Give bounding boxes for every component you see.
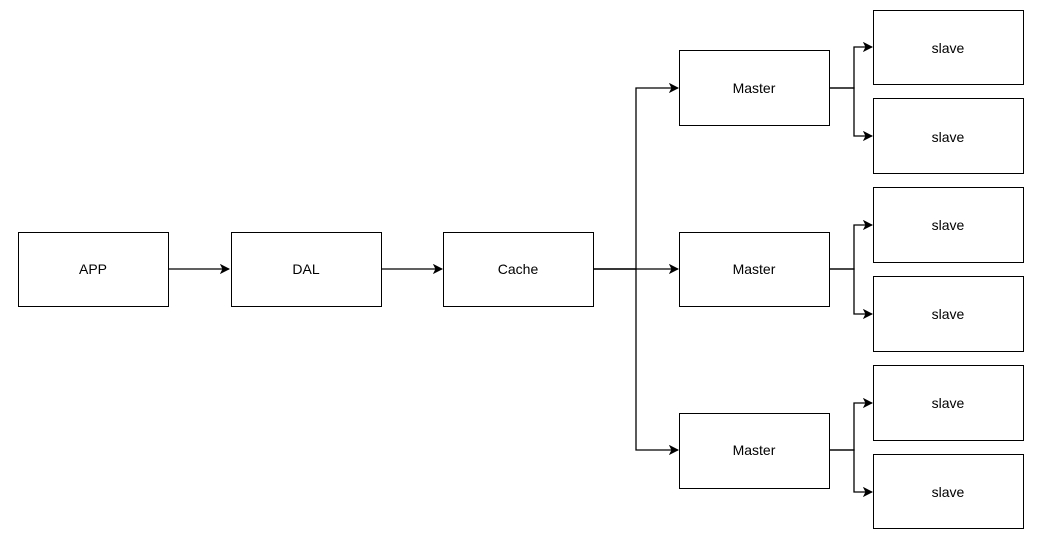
node-slave-3a-label: slave <box>932 395 965 411</box>
edge-master-2-slave-2b <box>830 268 872 314</box>
node-master-1-label: Master <box>733 80 776 96</box>
node-slave-3b-label: slave <box>932 484 965 500</box>
node-cache: Cache <box>443 232 594 307</box>
edges <box>168 47 872 492</box>
node-slave-3a: slave <box>873 365 1024 441</box>
node-master-1: Master <box>679 50 830 126</box>
edge-cache-master-3 <box>593 268 678 450</box>
node-dal-label: DAL <box>292 261 319 277</box>
node-slave-1a: slave <box>873 10 1024 85</box>
edge-master-1-slave-1b <box>830 87 872 136</box>
node-slave-1a-label: slave <box>932 40 965 56</box>
node-app-label: APP <box>79 261 107 277</box>
node-slave-1b-label: slave <box>932 129 965 145</box>
edge-cache-master-1 <box>593 88 678 270</box>
edge-master-3-slave-3a <box>830 403 872 451</box>
node-cache-label: Cache <box>498 261 539 277</box>
node-master-3: Master <box>679 413 830 489</box>
node-slave-1b: slave <box>873 98 1024 174</box>
node-master-3-label: Master <box>733 442 776 458</box>
node-slave-3b: slave <box>873 454 1024 529</box>
edge-master-3-slave-3b <box>830 449 872 492</box>
node-master-2-label: Master <box>733 261 776 277</box>
node-slave-2b: slave <box>873 276 1024 352</box>
node-slave-2b-label: slave <box>932 306 965 322</box>
node-slave-2a-label: slave <box>932 217 965 233</box>
node-dal: DAL <box>231 232 382 307</box>
node-slave-2a: slave <box>873 187 1024 263</box>
edge-master-1-slave-1a <box>830 47 872 89</box>
node-app: APP <box>18 232 169 307</box>
edge-master-2-slave-2a <box>830 225 872 270</box>
node-master-2: Master <box>679 232 830 307</box>
